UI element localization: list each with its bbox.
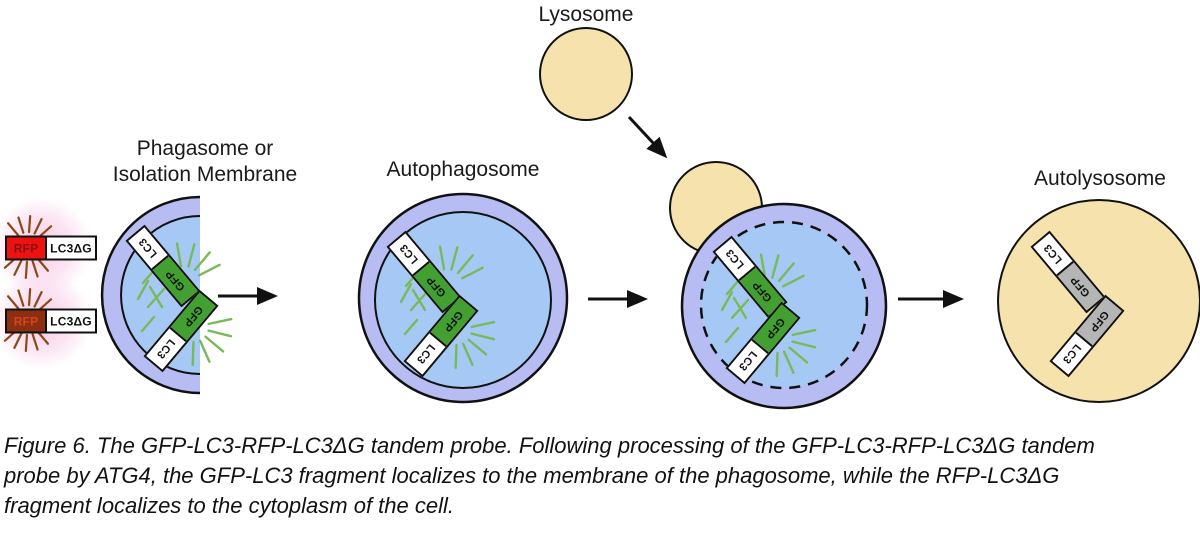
lc3dg-segment: LC3ΔG bbox=[45, 237, 95, 259]
arrow-lysosome-to-fusion bbox=[627, 115, 668, 159]
lysosome-label: Lysosome bbox=[538, 3, 634, 26]
figure-caption: Figure 6. The GFP-LC3-RFP-LC3ΔG tandem p… bbox=[4, 433, 1095, 518]
fluorescence-rays bbox=[3, 214, 817, 378]
rfp-segment: RFP bbox=[7, 237, 45, 259]
autolysosome-label: Autolysosome bbox=[1034, 167, 1166, 190]
rfp-lc3dg-probe: RFP LC3ΔG bbox=[5, 235, 97, 261]
lc3dg-segment: LC3ΔG bbox=[45, 310, 95, 332]
rfp-segment: RFP bbox=[7, 310, 45, 332]
lysosome-circle bbox=[539, 27, 633, 121]
autophagosome-label: Autophagosome bbox=[386, 158, 540, 181]
phagophore-label: Phagasome or Isolation Membrane bbox=[112, 137, 298, 186]
rfp-lc3dg-probe: RFP LC3ΔG bbox=[5, 308, 97, 334]
